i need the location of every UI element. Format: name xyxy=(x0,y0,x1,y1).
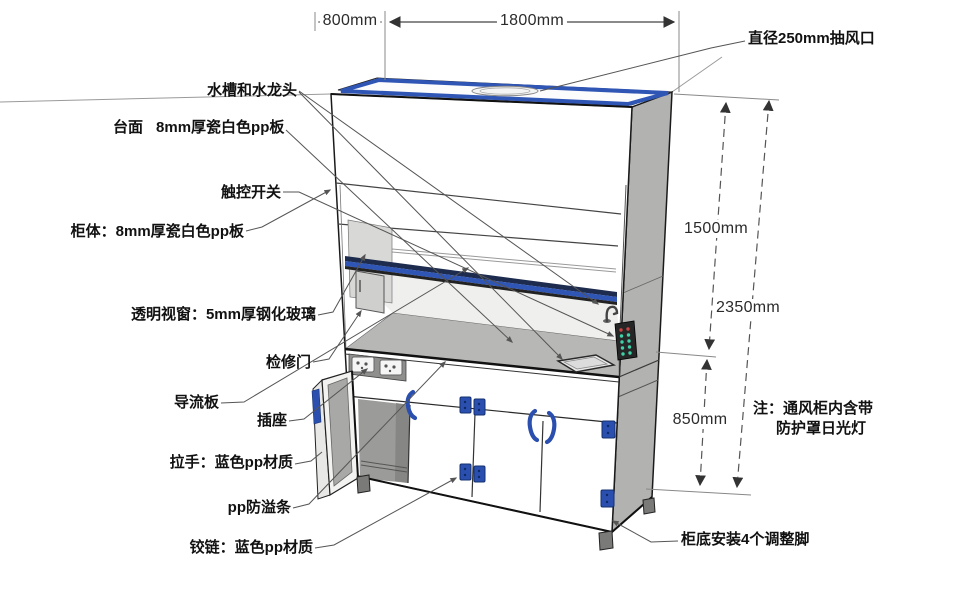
note-line2: 防护罩日光灯 xyxy=(776,420,867,437)
faucet xyxy=(603,305,619,323)
hood-top xyxy=(337,77,673,107)
lower-cabinet xyxy=(351,399,653,533)
adjustable-feet xyxy=(356,474,656,551)
dim-label-1500: 1500mm xyxy=(680,220,752,238)
open-door-handle xyxy=(311,388,322,425)
callout-baffle: 导流板 xyxy=(173,394,219,411)
baffle-edge xyxy=(391,248,617,270)
callout-window: 透明视窗：5mm厚钢化玻璃 xyxy=(130,306,316,323)
callout-worktop: 台面 8mm厚瓷白色pp板 xyxy=(113,119,284,137)
leader-spill-strip xyxy=(292,360,446,509)
dim-label-2350: 2350mm xyxy=(712,299,784,317)
callout-spill-strip: pp防溢条 xyxy=(227,499,291,516)
leader-window xyxy=(317,253,366,316)
hood-top-edge xyxy=(330,93,633,108)
dim-label-1800: 1800mm xyxy=(496,12,568,30)
callout-exhaust: 直径250mm抽风口 xyxy=(748,30,875,47)
dim-label-800: 800mm xyxy=(319,12,381,30)
callout-access-door: 检修门 xyxy=(265,354,311,371)
callout-feet: 柜底安装4个调整脚 xyxy=(681,531,810,548)
open-door xyxy=(311,370,359,500)
leader-feet xyxy=(611,520,679,543)
leader-baffle xyxy=(220,267,470,404)
touch-control-panel xyxy=(614,320,638,361)
leader-access-door xyxy=(312,309,362,363)
callout-socket: 插座 xyxy=(256,412,287,429)
blue-top-rim xyxy=(340,77,669,107)
socket-2 xyxy=(379,359,403,376)
callout-worktop-material: 8mm厚瓷白色pp板 xyxy=(156,119,285,136)
socket-1 xyxy=(351,356,375,373)
leader-cabinet-body xyxy=(245,189,332,232)
leader-faucet xyxy=(298,91,563,360)
dim-label-850: 850mm xyxy=(669,411,731,429)
leader-sink xyxy=(298,90,600,305)
callout-touch-switch: 触控开关 xyxy=(220,184,281,201)
leader-handle xyxy=(294,451,323,465)
leader-worktop xyxy=(285,129,514,343)
note-line1: 注：通风柜内含带 xyxy=(753,400,874,417)
callout-hinge: 铰链：蓝色pp材质 xyxy=(189,539,313,556)
dim-850 xyxy=(695,358,712,487)
door-handles xyxy=(405,389,557,445)
leader-hinge xyxy=(314,477,458,549)
callout-handle: 拉手：蓝色pp材质 xyxy=(169,454,293,471)
handle-right-door xyxy=(544,410,557,445)
callout-sink-faucet: 水槽和水龙头 xyxy=(206,82,297,99)
access-door-panel xyxy=(355,270,385,314)
callout-worktop-prefix: 台面 xyxy=(113,119,144,136)
leader-exhaust xyxy=(539,40,746,92)
handle-middle-door xyxy=(527,408,540,443)
sink xyxy=(556,354,617,373)
leader-socket xyxy=(288,368,369,422)
door-hinges xyxy=(459,396,616,508)
handle-left-door xyxy=(405,389,418,421)
leader-lines xyxy=(220,40,746,549)
dim-2350 xyxy=(732,99,774,489)
context-lines xyxy=(0,56,723,103)
leader-touch-switch xyxy=(283,191,615,337)
callout-cabinet-body: 柜体：8mm厚瓷白色pp板 xyxy=(70,223,244,240)
